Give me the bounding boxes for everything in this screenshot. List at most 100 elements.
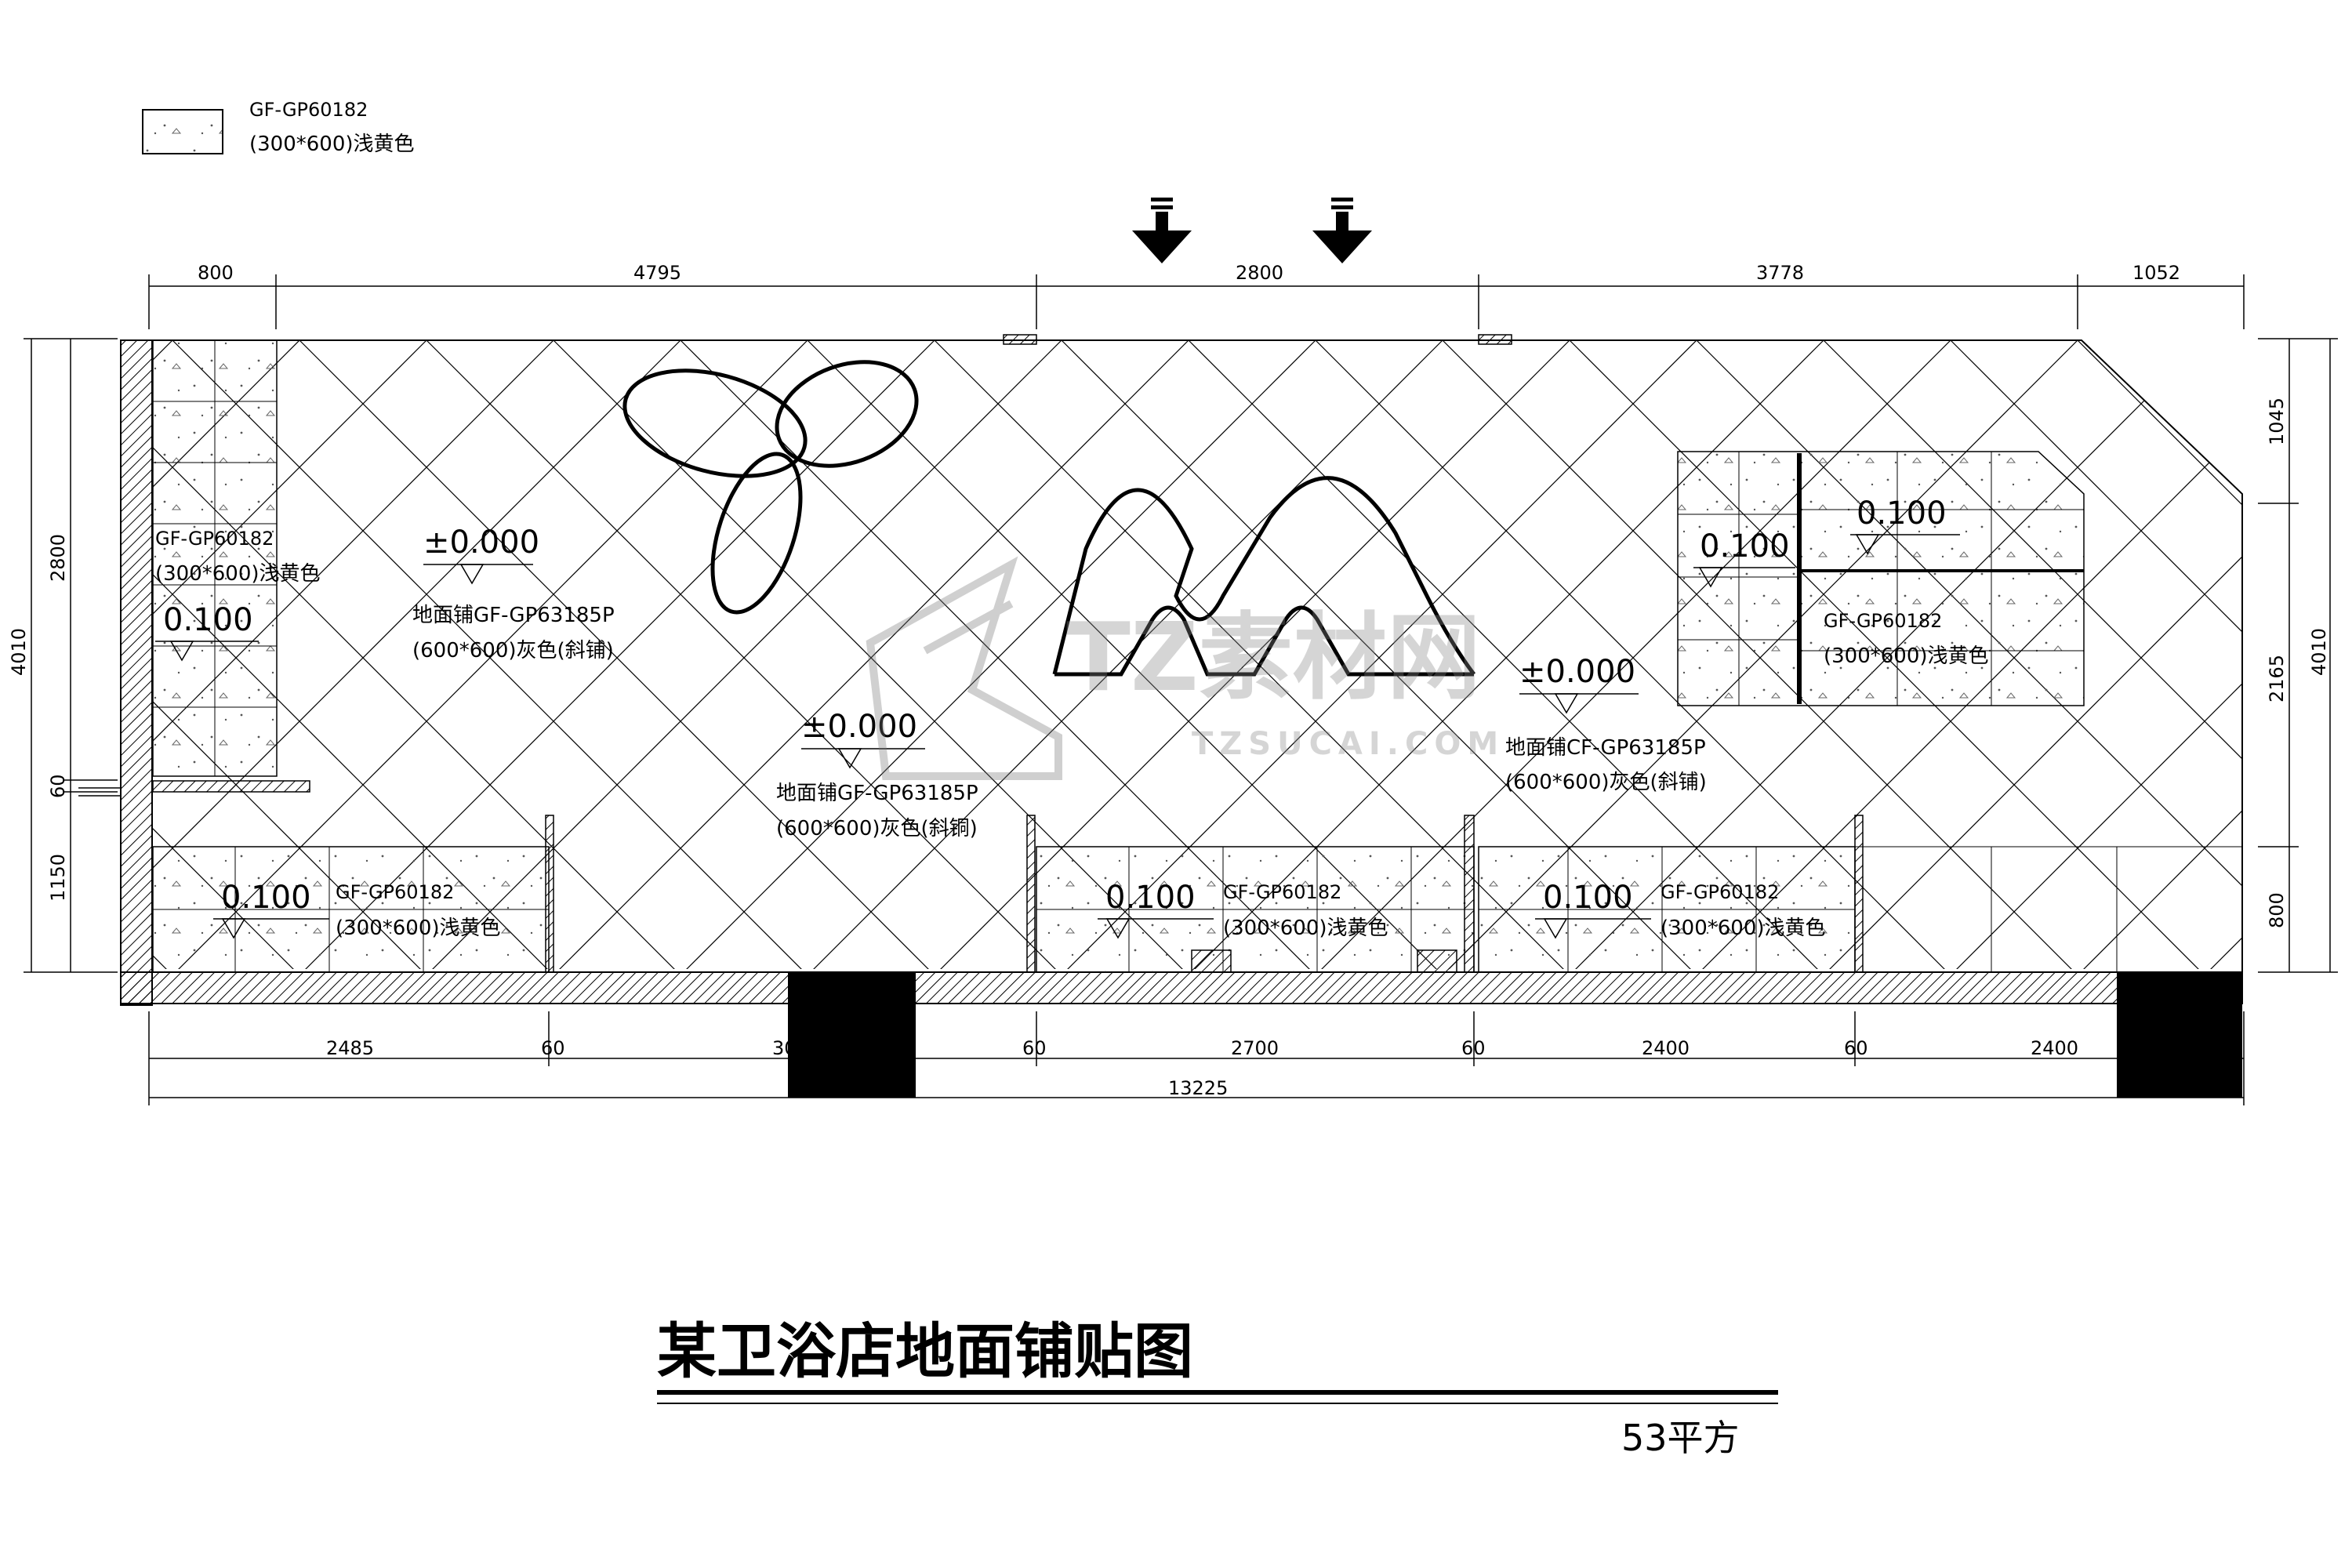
watermark-logo-icon	[866, 556, 1062, 780]
dimension-right-labels: 1045 2165 800 4010	[2266, 397, 2330, 928]
legend: GF-GP60182 (300*600)浅黄色	[142, 99, 415, 156]
dim-label: 800	[2266, 892, 2288, 928]
tile-joint-line	[2332, 340, 2352, 975]
step-mark	[1191, 949, 1232, 973]
dim-label: 1052	[2132, 262, 2180, 284]
dim-label: 30	[772, 1037, 797, 1059]
partitions	[545, 815, 1864, 973]
tile-code-label: GF-GP60182	[1824, 610, 1942, 632]
level-marker-icon	[221, 918, 246, 939]
level-label: 0.100	[1105, 880, 1196, 916]
dim-label: 2485	[326, 1037, 374, 1059]
tile-code-label: GF-GP60182	[1661, 881, 1779, 903]
level-marker-icon	[169, 641, 194, 662]
dimension-bottom	[148, 1011, 2245, 1105]
tile-code-label: GF-GP60182	[155, 528, 274, 550]
watermark-sub: TZSUCAI.COM	[1192, 726, 1504, 762]
wall-left	[120, 339, 153, 1006]
tile-joint-line	[2332, 340, 2352, 975]
tile-code-label: GF-GP60182	[336, 881, 454, 903]
dim-label: 60	[541, 1037, 565, 1059]
dim-label: 2700	[1231, 1037, 1279, 1059]
walls	[78, 334, 2243, 1098]
floor-label: (600*600)灰色(斜铺)	[1505, 771, 1707, 794]
dimension-bottom-labels: 2485 60 30 60 2700 60 2400 60 2400 13225	[326, 1037, 2078, 1099]
dim-label: 60	[1022, 1037, 1047, 1059]
partition-post	[545, 815, 554, 973]
platform-right-block	[1677, 451, 2085, 706]
level-label: 0.100	[1857, 495, 1947, 532]
partition-post	[1854, 815, 1864, 973]
platform-tile-grid	[153, 340, 2242, 972]
step-mark	[1417, 949, 1457, 973]
level-marker-icon	[837, 748, 862, 769]
wall-outline	[153, 339, 2243, 972]
tile-spec-label: (300*600)浅黄色	[336, 916, 501, 940]
tile-joint-line	[680, 340, 1316, 969]
tile-joint-line	[153, 340, 427, 969]
wall-opening-mark	[1478, 334, 1512, 345]
level-label: 0.100	[1543, 880, 1633, 916]
title-block: 某卫浴店地面铺贴图 53平方	[657, 1316, 1778, 1459]
dim-label: 4010	[8, 628, 30, 676]
floor-label: 地面铺GF-GP63185P	[412, 604, 615, 627]
tile-joint-line	[553, 340, 1189, 969]
watermark: TZ素材网 TZSUCAI.COM	[866, 556, 1504, 780]
level-label: ±0.000	[801, 709, 917, 745]
dim-label: 4010	[2308, 628, 2330, 676]
drawing-title: 某卫浴店地面铺贴图	[657, 1316, 1193, 1386]
dim-label: 3778	[1756, 262, 1804, 284]
watermark-main: TZ素材网	[1066, 604, 1481, 713]
entrance-arrow-icon	[1132, 198, 1192, 263]
dimension-top-labels: 800 4795 2800 3778 1052	[198, 262, 2180, 284]
entrance-arrows	[1132, 198, 1372, 263]
dim-label: 1150	[47, 854, 69, 902]
tile-spec-label: (300*600)浅黄色	[155, 562, 321, 586]
dim-label: 60	[47, 774, 69, 798]
level-marker-icon	[1105, 918, 1131, 939]
level-label: 0.100	[163, 602, 253, 638]
wall-opening-mark	[1003, 334, 1037, 345]
petal-pattern	[622, 360, 919, 615]
level-marker-icon	[459, 564, 485, 585]
legend-code: GF-GP60182	[249, 99, 368, 121]
level-label: 0.100	[1700, 528, 1790, 564]
tile-spec-label: (300*600)浅黄色	[1661, 916, 1826, 940]
tile-joint-line	[1950, 340, 2242, 969]
dimension-left-labels: 4010 2800 60 1150	[8, 534, 69, 902]
wall-bottom	[120, 971, 2243, 1004]
tile-spec-label: (300*600)浅黄色	[1824, 644, 1989, 668]
dimension-top	[148, 274, 2245, 329]
dim-label: 2400	[2031, 1037, 2078, 1059]
tile-joint-line	[2077, 340, 2242, 969]
area-label: 53平方	[1621, 1417, 1740, 1459]
dim-label: 60	[1844, 1037, 1868, 1059]
dim-label: 60	[1461, 1037, 1486, 1059]
dimension-right	[2258, 338, 2338, 973]
floor-decoration	[622, 360, 1476, 677]
tile-spec-label: (300*600)浅黄色	[1223, 916, 1388, 940]
partition-post	[1026, 815, 1036, 973]
dim-label-total: 13225	[1168, 1077, 1228, 1099]
legend-spec: (300*600)浅黄色	[249, 132, 415, 156]
dim-label: 800	[198, 262, 234, 284]
floor-label: 地面铺CF-GP63185P	[1505, 736, 1706, 760]
floor-label: 地面铺GF-GP63185P	[776, 782, 978, 805]
annotations: GF-GP60182 (300*600)浅黄色 0.100 ±0.000 地面铺…	[155, 495, 1989, 940]
tile-joint-line	[2077, 340, 2242, 969]
dim-label: 2800	[47, 534, 69, 582]
tile-code-label: GF-GP60182	[1223, 881, 1341, 903]
dim-label: 2165	[2266, 655, 2288, 702]
platform-shelf	[152, 780, 310, 793]
partition-post	[1464, 815, 1475, 973]
tile-joint-line	[807, 340, 1443, 969]
tile-joint-line	[153, 340, 681, 969]
column	[2117, 972, 2242, 1098]
floor-label: (600*600)灰色(斜铜)	[776, 817, 978, 840]
level-label: ±0.000	[1519, 654, 1635, 690]
level-marker-icon	[1554, 693, 1579, 714]
level-marker-icon	[1543, 918, 1568, 939]
tile-joint-line	[1950, 340, 2242, 969]
level-label: 0.100	[221, 880, 311, 916]
